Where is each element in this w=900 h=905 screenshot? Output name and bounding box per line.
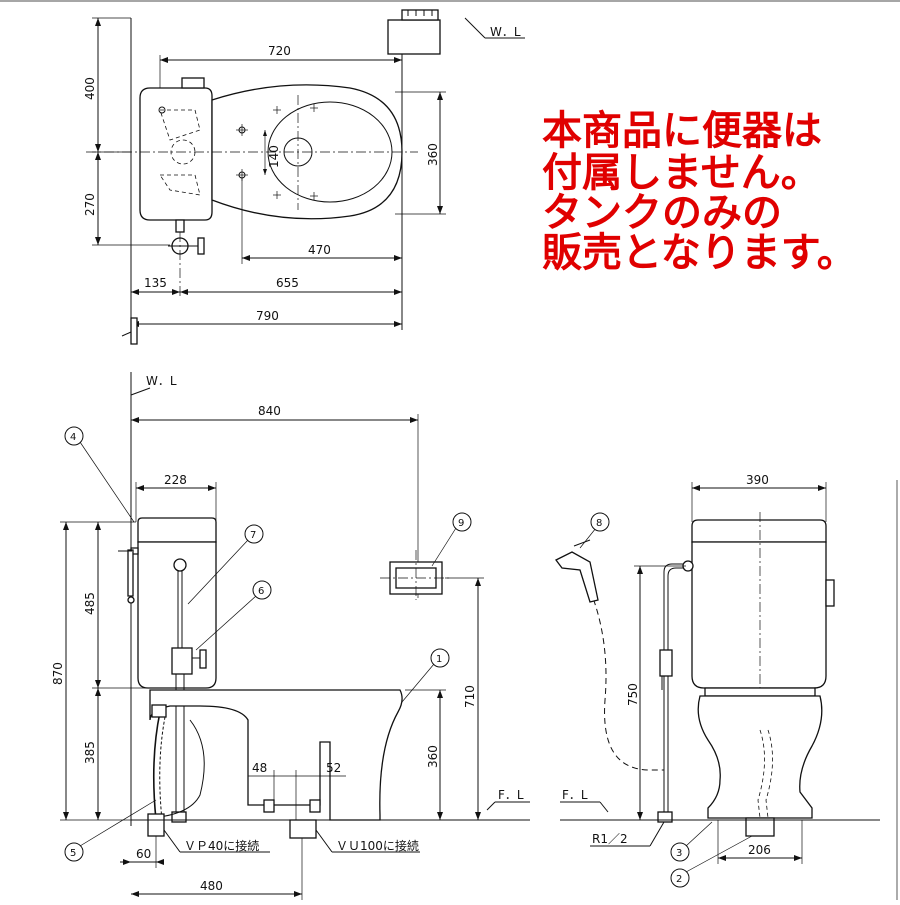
svg-text:3: 3 [676,848,682,859]
svg-text:8: 8 [596,518,602,529]
paper-holder-top [387,19,441,55]
tank-lid-front [691,519,827,543]
dim-228: 228 [164,473,187,487]
dim-480: 480 [200,879,223,893]
svg-text:2: 2 [676,874,682,885]
dim-870: 870 [51,662,65,685]
pipe-thread-label: R1／2 [592,832,628,846]
callouts: 1 2 3 4 5 6 7 8 9 [64,426,753,888]
svg-text:4: 4 [70,432,76,443]
svg-text:5: 5 [70,848,76,859]
dim-206: 206 [748,843,771,857]
bowl-side [149,689,403,821]
dim-710: 710 [463,685,477,708]
dim-360-side: 360 [426,745,440,768]
callout-7 [244,524,264,544]
dim-135: 135 [144,276,167,290]
dim-48: 48 [252,761,267,775]
dim-790: 790 [256,309,279,323]
stop-valve-side [171,647,193,675]
side-view: W．L 840 228 870 485 385 [51,372,530,900]
lever-side [127,549,134,597]
notice-line-3: タンクのみの [542,190,782,236]
tank-top-view [139,87,213,221]
tank-body-side [137,541,217,689]
dim-390: 390 [746,473,769,487]
dim-140: 140 [267,145,281,168]
callout-1 [430,648,450,668]
callout-6 [252,580,272,600]
side-wall-label: W．L [146,374,177,388]
top-view: W．L 720 400 270 [83,9,525,345]
svg-text:1: 1 [436,654,442,665]
lever-handle-top [130,317,138,345]
hand-shower [555,551,599,603]
stop-valve-top [168,219,205,298]
dim-360-top: 360 [426,143,440,166]
dim-840: 840 [258,404,281,418]
dim-655: 655 [276,276,299,290]
callout-5 [64,842,84,862]
tank-body-front [691,541,827,689]
dim-720: 720 [268,44,291,58]
bowl-front [697,695,823,819]
tank-lever-top [181,77,205,89]
lever-front [825,579,835,607]
callout-3 [670,842,690,862]
callout-2 [670,868,690,888]
dim-400: 400 [83,77,97,100]
notice-line-4: 販売となります。 [542,230,857,276]
dim-52: 52 [326,761,341,775]
svg-text:7: 7 [250,530,256,541]
vp40-label: ＶＰ40に接続 [184,838,259,853]
front-floor-label: F．L [562,788,588,802]
side-floor-label: F．L [498,788,524,802]
notice-block: 本商品に便器は 付属しません。 タンクのみの 販売となります。 [542,108,857,276]
callout-8 [590,512,610,532]
top-wall-label: W．L [490,25,521,39]
notice-line-2: 付属しません。 [542,150,821,196]
drain-socket [147,813,165,837]
tank-lid-side [137,517,217,543]
dim-470: 470 [308,243,331,257]
paper-holder-top-cap [401,9,439,21]
dim-270: 270 [83,193,97,216]
svg-text:6: 6 [258,586,264,597]
dim-750: 750 [626,683,640,706]
callout-9 [452,512,472,532]
dim-485: 485 [83,592,97,615]
svg-text:9: 9 [458,518,464,529]
notice-line-1: 本商品に便器は [542,108,822,154]
vu100-pipe [289,819,317,839]
hose [589,589,664,771]
callout-4 [64,426,84,446]
front-view: 390 F．L 750 [555,473,880,864]
dim-385: 385 [83,741,97,764]
wl-leader [464,17,486,39]
vu100-label: ＶＵ100に接続 [336,838,419,853]
flex-pipe [152,711,161,821]
dim-60: 60 [136,847,151,861]
